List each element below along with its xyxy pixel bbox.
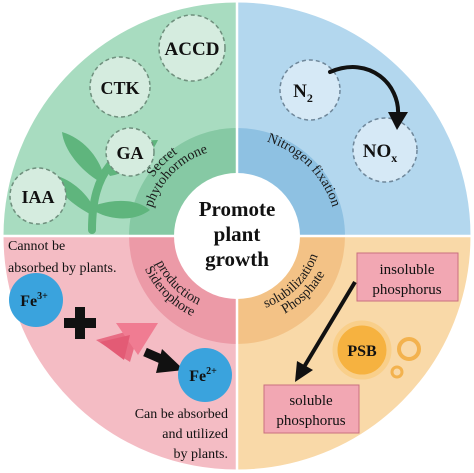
hormone-bubble-iaa: IAA bbox=[9, 167, 67, 225]
can-absorb-line2: and utilized bbox=[162, 427, 228, 442]
cannot-absorb-line1: Cannot be bbox=[8, 239, 65, 254]
hormone-label-ctk: CTK bbox=[100, 78, 139, 98]
can-absorb-line3: by plants. bbox=[174, 447, 228, 462]
can-absorb-line1: Can be absorbed bbox=[135, 407, 228, 422]
nitrogen-arrow-icon bbox=[328, 65, 408, 130]
soluble-line1: soluble bbox=[289, 393, 333, 409]
n2-bubble: N2 bbox=[279, 59, 341, 121]
center-title-line3: growth bbox=[205, 247, 269, 271]
soluble-line2: phosphorus bbox=[276, 413, 345, 429]
fe2-label: Fe2+ bbox=[189, 366, 217, 385]
phosphate-arrow-icon bbox=[295, 280, 357, 382]
cannot-absorb-line2: absorbed by plants. bbox=[8, 261, 116, 276]
nox-bubble: NOx bbox=[352, 117, 418, 183]
fe2-ion: Fe2+ bbox=[178, 348, 232, 402]
hormone-bubble-ctk: CTK bbox=[89, 56, 151, 118]
fe3-label: Fe3+ bbox=[20, 291, 48, 310]
center-circle bbox=[174, 173, 300, 299]
fe3-ion: Fe3+ bbox=[9, 273, 63, 327]
psb-bacteria: PSB bbox=[332, 320, 392, 380]
siderophore-triangles-icon bbox=[96, 323, 158, 362]
hormone-bubble-ga: GA bbox=[105, 127, 155, 177]
hormone-label-ga: GA bbox=[117, 143, 144, 163]
insoluble-line1: insoluble bbox=[380, 262, 435, 278]
hormone-label-iaa: IAA bbox=[21, 187, 54, 207]
nox-label: NOx bbox=[363, 141, 398, 165]
center-title-line2: plant bbox=[214, 222, 261, 246]
psb-label: PSB bbox=[347, 343, 377, 360]
siderophore-arrow-icon bbox=[143, 347, 184, 373]
insoluble-line2: phosphorus bbox=[372, 282, 441, 298]
soluble-phosphorus-box: soluble phosphorus bbox=[263, 384, 360, 434]
psb-bubble-large bbox=[397, 337, 421, 361]
insoluble-phosphorus-box: insoluble phosphorus bbox=[356, 252, 459, 302]
hormone-label-accd: ACCD bbox=[165, 39, 220, 60]
psb-bubble-small bbox=[390, 365, 404, 379]
hormone-bubble-accd: ACCD bbox=[158, 14, 226, 82]
n2-label: N2 bbox=[293, 81, 313, 105]
center-title-line1: Promote bbox=[199, 197, 276, 221]
plus-icon bbox=[64, 307, 96, 339]
